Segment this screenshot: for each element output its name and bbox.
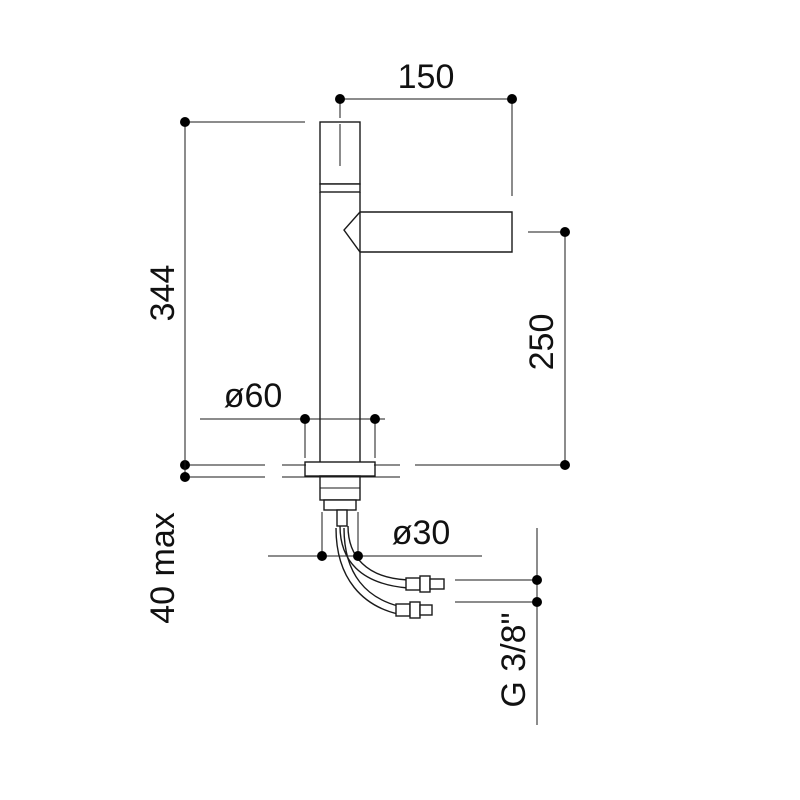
- stud: [336, 509, 348, 527]
- dimension-shank-diameter: ø30: [268, 512, 482, 561]
- shank: [323, 499, 357, 511]
- spout: [343, 211, 513, 253]
- deck-thickness-label: 40 max: [144, 512, 182, 624]
- hose-fitting-upper: [405, 577, 421, 591]
- base-diameter-label: ø60: [224, 377, 283, 415]
- dimension-deck-thickness: 40 max: [144, 410, 190, 624]
- dimension-connection-thread: G 3/8": [455, 528, 542, 725]
- shank-diameter-label: ø30: [392, 514, 451, 552]
- base-flange: [304, 461, 376, 477]
- dimension-total-height: 344: [144, 117, 305, 470]
- dimension-spout-reach: 150: [335, 58, 517, 196]
- dimension-base-diameter: ø60: [200, 377, 385, 458]
- spout-reach-label: 150: [398, 58, 455, 96]
- spout-height-label: 250: [523, 314, 561, 371]
- countertop-lines: [185, 464, 565, 478]
- total-height-label: 344: [144, 265, 182, 322]
- hose-fitting-lower: [395, 603, 411, 617]
- flexible-hoses: [335, 525, 445, 619]
- faucet-body: [304, 121, 513, 527]
- connection-thread-label: G 3/8": [495, 612, 533, 707]
- handle-ring: [319, 183, 361, 193]
- dimension-spout-height: 250: [523, 227, 570, 470]
